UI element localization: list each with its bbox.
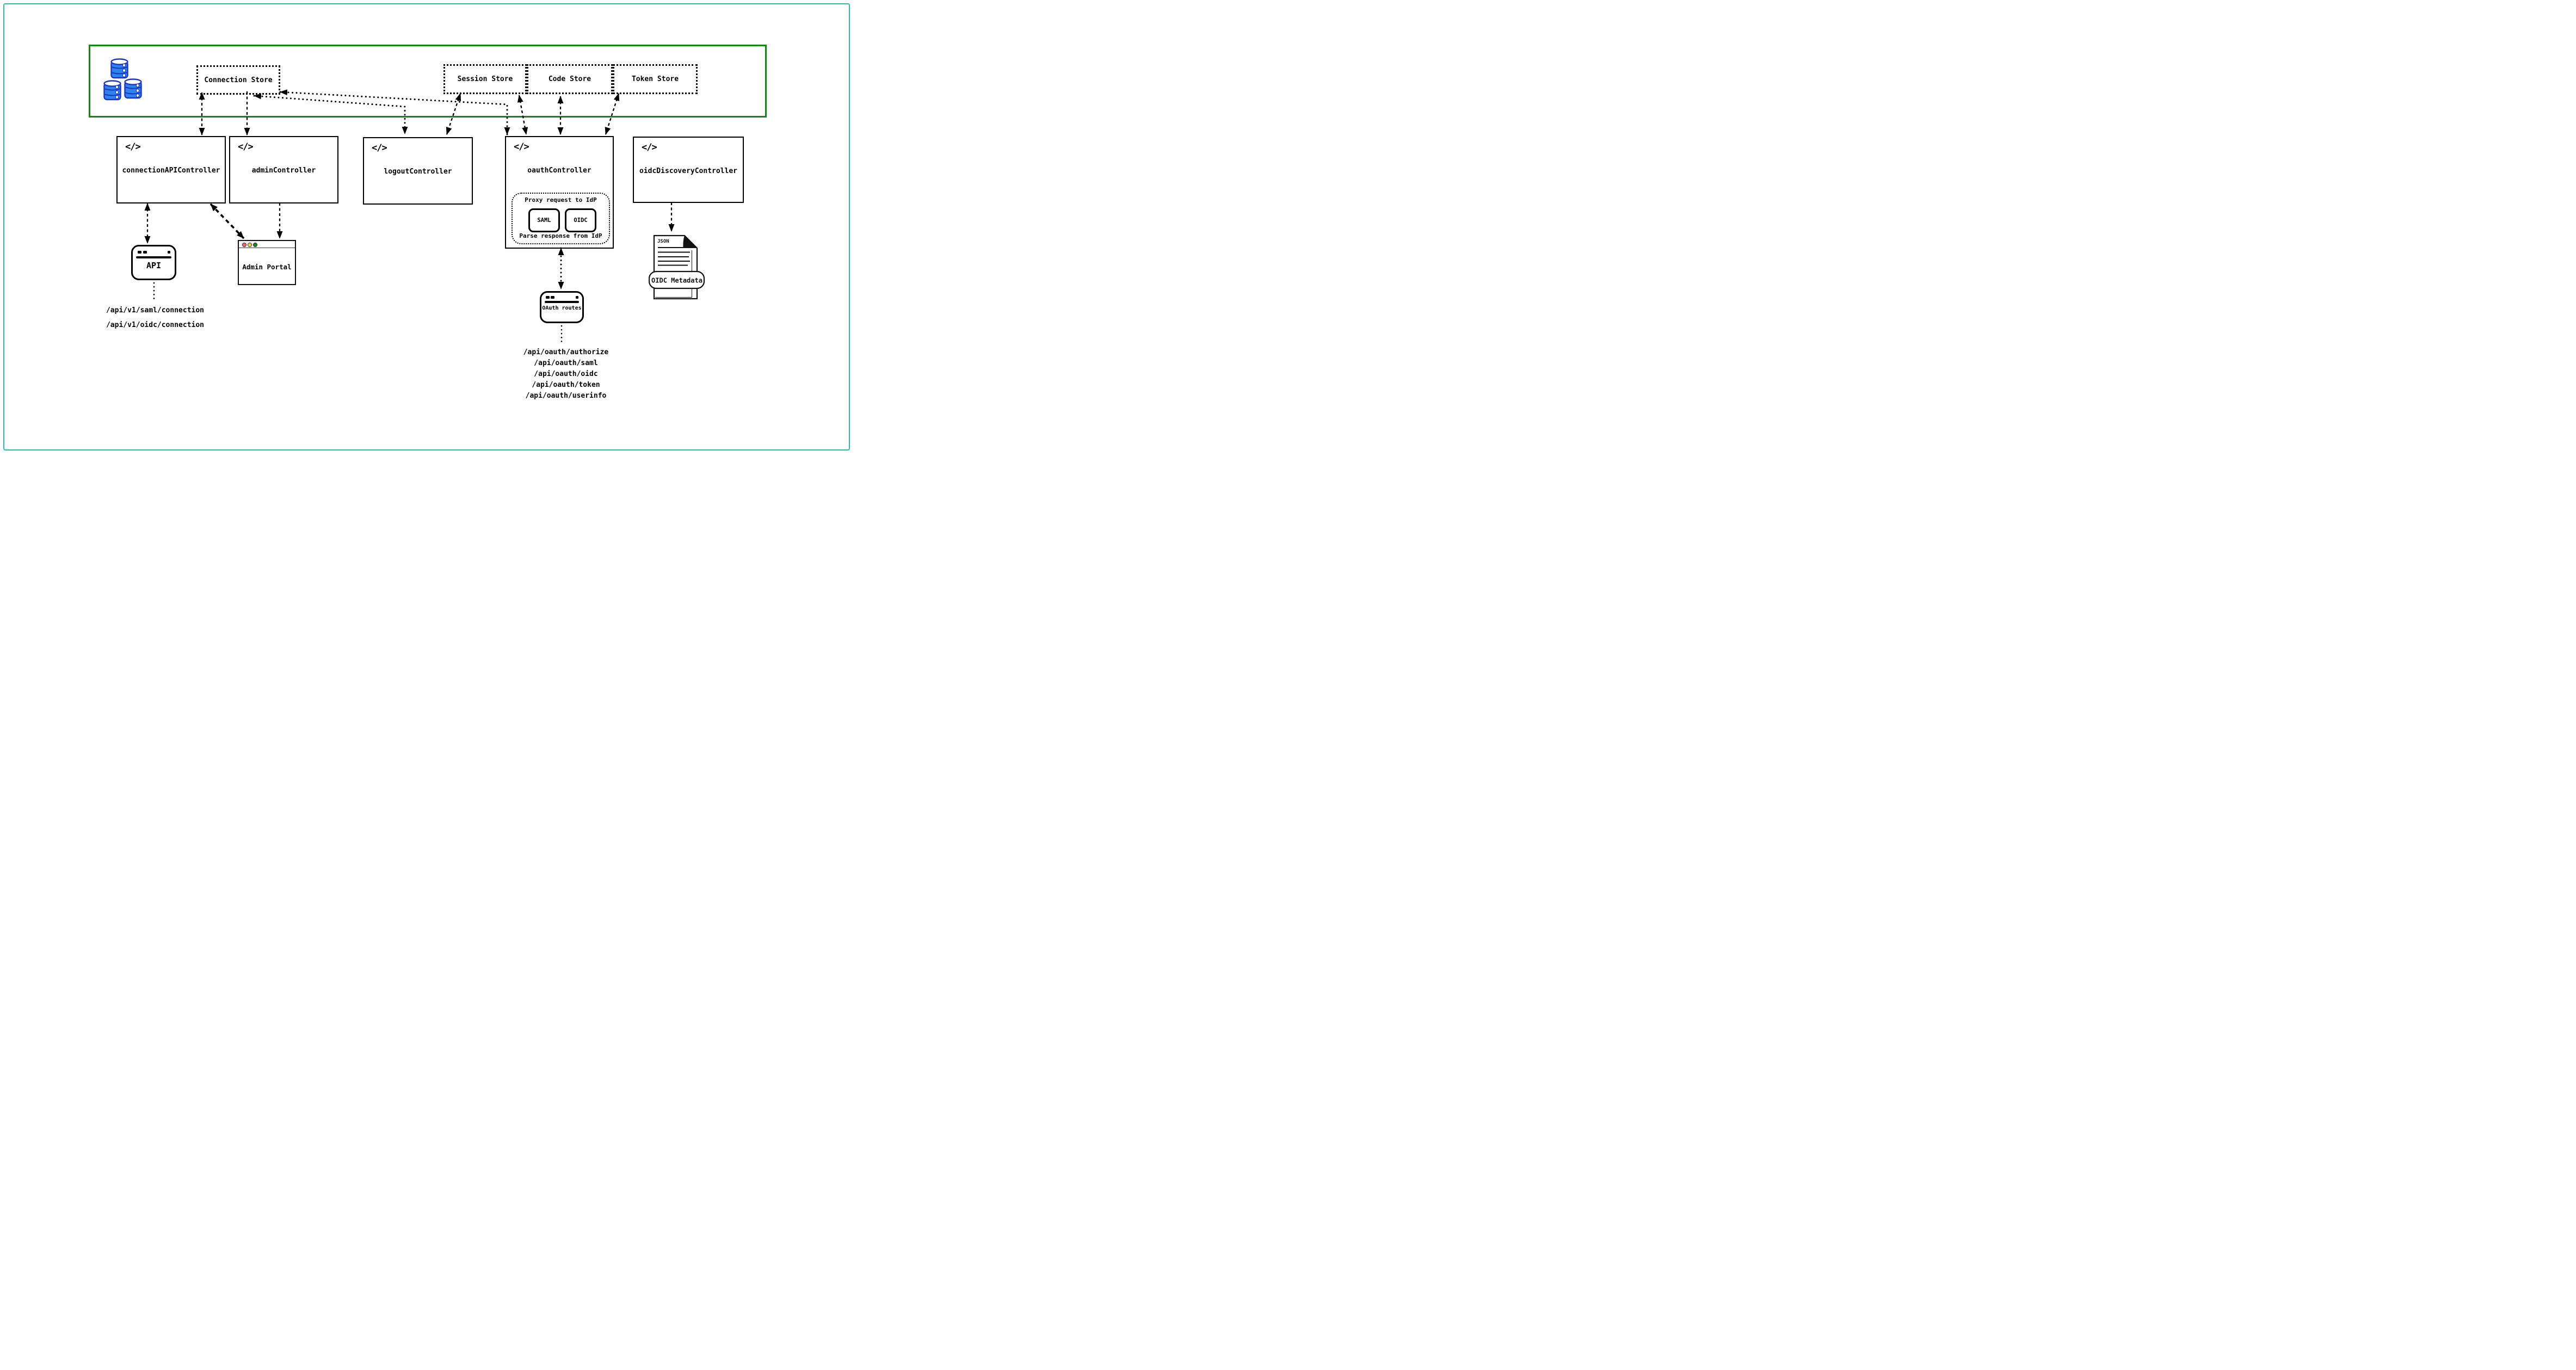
code-icon: </> bbox=[125, 141, 141, 152]
oidc-discovery-controller-label: oidcDiscoveryController bbox=[639, 167, 737, 175]
oidc-label: OIDC bbox=[574, 217, 588, 224]
oauth-route: /api/oauth/userinfo bbox=[525, 392, 607, 400]
code-icon: </> bbox=[642, 142, 657, 153]
token-store-label: Token Store bbox=[631, 75, 679, 83]
close-traffic-light-icon bbox=[242, 243, 246, 247]
logout-controller-box: </> logoutController bbox=[363, 137, 473, 205]
admin-portal-window: Admin Portal bbox=[238, 240, 296, 285]
window-toolbar-line bbox=[545, 301, 579, 303]
saml-chip: SAML bbox=[528, 208, 560, 232]
window-dot-icon bbox=[138, 251, 141, 254]
window-dot-icon bbox=[551, 296, 554, 299]
session-store-label: Session Store bbox=[457, 75, 513, 83]
token-store-box: Token Store bbox=[613, 64, 698, 94]
admin-controller-box: </> adminController bbox=[229, 136, 338, 203]
admin-controller-label: adminController bbox=[251, 166, 316, 175]
code-icon: </> bbox=[372, 143, 387, 153]
api-route: /api/v1/saml/connection bbox=[106, 306, 204, 314]
maximize-traffic-light-icon bbox=[253, 243, 257, 247]
code-store-label: Code Store bbox=[548, 75, 591, 83]
diagram-canvas: Connection Store Session Store Code Stor… bbox=[0, 0, 853, 454]
oidc-discovery-controller-box: </> oidcDiscoveryController bbox=[633, 137, 744, 203]
code-icon: </> bbox=[514, 141, 529, 152]
parse-response-label: Parse response from IdP bbox=[519, 232, 602, 239]
code-store-box: Code Store bbox=[527, 64, 613, 94]
oauth-controller-box: </> oauthController Proxy request to IdP… bbox=[505, 136, 614, 249]
session-store-box: Session Store bbox=[443, 64, 527, 94]
oidc-chip: OIDC bbox=[565, 208, 596, 232]
api-route: /api/v1/oidc/connection bbox=[106, 321, 204, 329]
oauth-route: /api/oauth/authorize bbox=[523, 348, 609, 356]
proxy-request-label: Proxy request to IdP bbox=[525, 196, 597, 203]
minimize-traffic-light-icon bbox=[248, 243, 252, 247]
window-toolbar-line bbox=[136, 256, 171, 258]
api-window-icon: API bbox=[131, 245, 176, 280]
oauth-routes-label: OAuth routes bbox=[542, 305, 582, 311]
code-icon: </> bbox=[238, 141, 254, 152]
connection-api-controller-label: connectionAPIController bbox=[122, 166, 220, 175]
connection-store-box: Connection Store bbox=[196, 65, 280, 95]
oauth-routes-window-icon: OAuth routes bbox=[540, 291, 584, 323]
connection-store-label: Connection Store bbox=[204, 76, 273, 84]
window-dot-icon bbox=[576, 296, 578, 299]
oauth-route: /api/oauth/oidc bbox=[534, 370, 598, 378]
portal-titlebar bbox=[239, 241, 295, 248]
oauth-route-list: /api/oauth/authorize /api/oauth/saml /ap… bbox=[511, 347, 620, 402]
oauth-controller-label: oauthController bbox=[527, 166, 591, 175]
oauth-route: /api/oauth/saml bbox=[534, 359, 598, 367]
logout-controller-label: logoutController bbox=[384, 168, 452, 176]
saml-label: SAML bbox=[537, 217, 551, 224]
api-label: API bbox=[146, 261, 162, 270]
api-route-list: /api/v1/saml/connection /api/v1/oidc/con… bbox=[103, 303, 207, 332]
window-dot-icon bbox=[546, 296, 550, 299]
admin-portal-label: Admin Portal bbox=[242, 263, 292, 271]
oauth-route: /api/oauth/token bbox=[532, 381, 600, 389]
window-dot-icon bbox=[167, 251, 170, 254]
window-dot-icon bbox=[143, 251, 147, 254]
connection-api-controller-box: </> connectionAPIController bbox=[116, 136, 226, 203]
idp-proxy-box: Proxy request to IdP SAML OIDC Parse res… bbox=[511, 193, 610, 244]
page-frame bbox=[3, 3, 850, 451]
